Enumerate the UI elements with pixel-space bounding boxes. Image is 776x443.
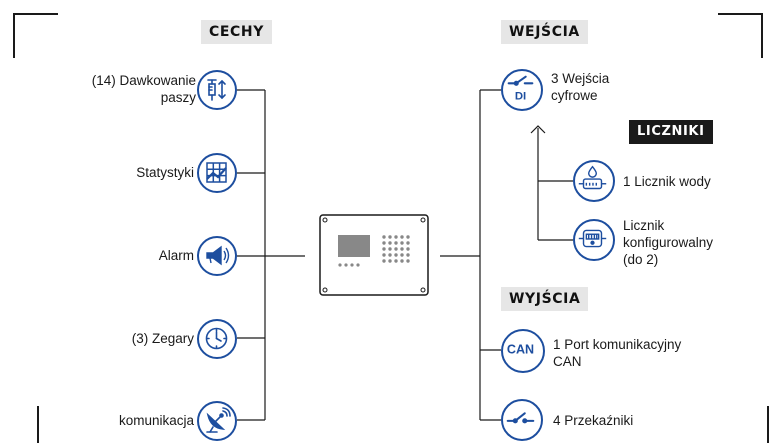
di-badge-text: DI [515,90,526,102]
keypad-dot [388,235,392,239]
keypad-dot [406,241,410,245]
clock-icon [197,319,237,359]
keypad-dot [388,253,392,257]
keypad-dot [406,259,410,263]
feature-label-statistics: Statystyki [136,165,194,180]
can-badge-text: CAN [507,342,534,356]
keypad-dot [400,253,404,257]
keypad-dot [382,235,386,239]
keypad-dot [394,235,398,239]
relay-switch-icon [501,399,543,441]
section-chip-counters: LICZNIKI [629,120,713,144]
alarm-horn-icon [197,236,237,276]
keypad-dot [382,247,386,251]
keypad-dot [400,235,404,239]
satellite-dish-icon [197,401,237,441]
section-chip-outputs: WYJŚCIA [501,287,589,311]
keypad-dot [406,235,410,239]
keypad-dot [406,247,410,251]
keypad-dot [382,253,386,257]
feature-label-communication: komunikacja [118,413,194,428]
keypad-dot [400,241,404,245]
controller-device [319,214,429,296]
keypad-dot [382,259,386,263]
keypad-dot [400,247,404,251]
keypad-dot [394,259,398,263]
keypad-dot [406,253,410,257]
digital-input-switch-icon: DI [501,69,543,111]
keypad-dot [394,253,398,257]
counter-label-water: 1 Licznik wody [623,174,711,189]
keypad-dot [388,247,392,251]
keypad-dot [388,241,392,245]
feature-label-clocks: (3) Zegary [131,331,194,346]
configurable-meter-icon [573,219,615,261]
feed-dosing-icon [197,70,237,110]
keypad-dot [394,247,398,251]
section-chip-features: CECHY [201,20,272,44]
statistics-chart-icon [197,153,237,193]
keypad-dot [382,241,386,245]
keypad-dot [400,259,404,263]
feature-label-alarm: Alarm [158,248,194,263]
output-label-relays: 4 Przekaźniki [553,413,634,428]
keypad-dot [388,259,392,263]
section-chip-inputs: WEJŚCIA [501,20,588,44]
can-port-icon: CAN [501,329,545,373]
keypad-dot [394,241,398,245]
water-meter-icon [573,160,615,202]
